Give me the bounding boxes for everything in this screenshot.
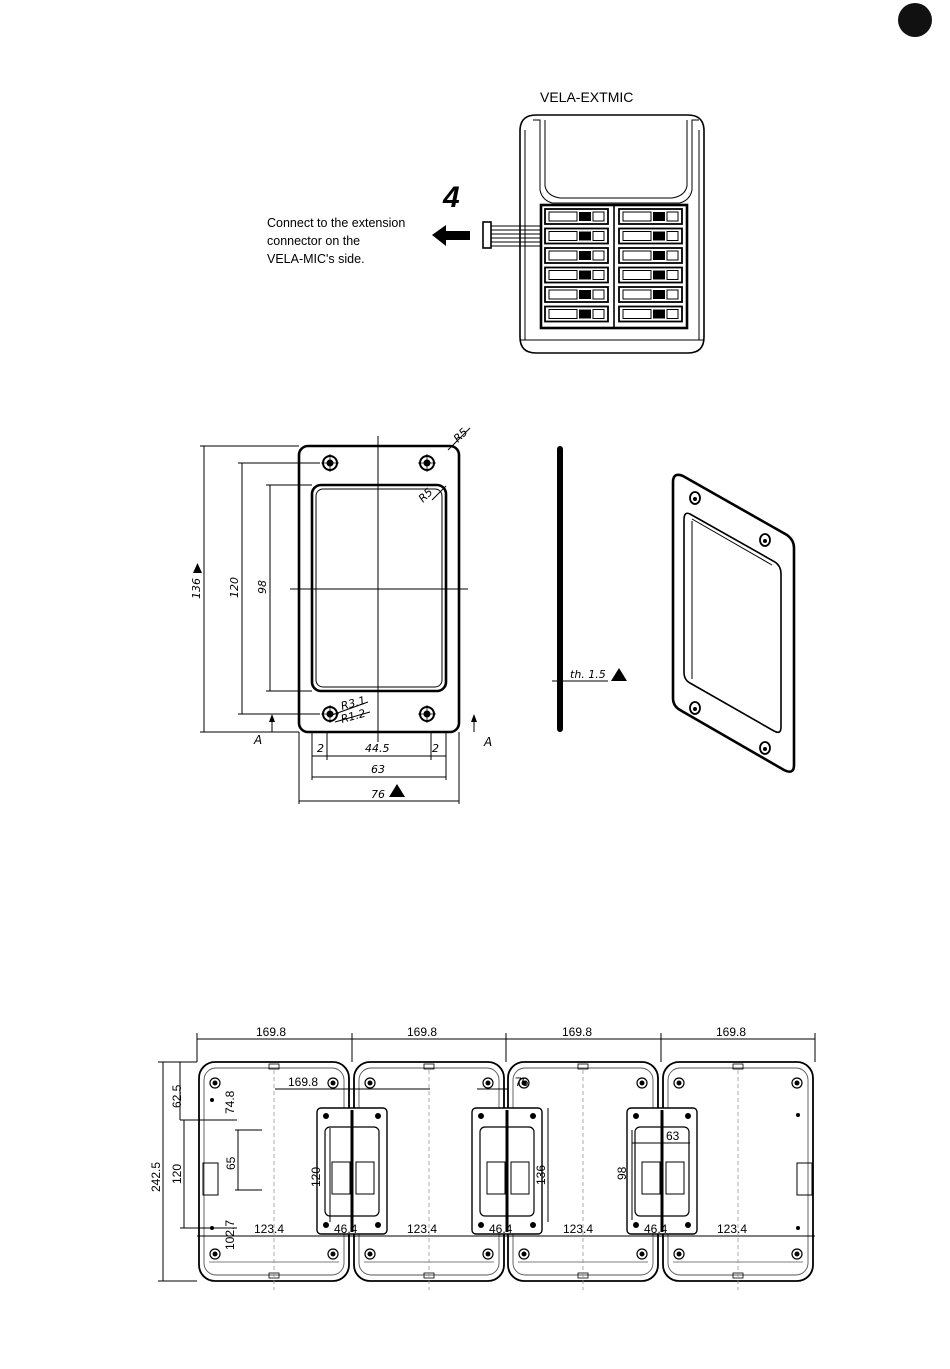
key — [545, 229, 608, 244]
key — [545, 248, 608, 263]
key — [619, 229, 682, 244]
instruction-line-2: connector on the — [267, 234, 360, 248]
instruction-line-3: VELA-MIC's side. — [267, 252, 365, 266]
dim-bottom-123-4-1: 123.4 — [254, 1222, 284, 1236]
arrow-left-icon — [432, 225, 470, 246]
four-unit-array-drawing: 169.8 169.8 169.8 169.8 169.8 76 63 242.… — [149, 1025, 815, 1290]
mounting-plate — [472, 1108, 542, 1234]
mounting-hole — [690, 702, 700, 714]
dim-bottom-46-4-1: 46.4 — [334, 1222, 358, 1236]
dim-top-width-3: 169.8 — [562, 1025, 592, 1039]
dim-left-120: 120 — [170, 1164, 184, 1184]
dim-thickness: th. 1.5 — [570, 668, 606, 681]
key — [545, 268, 608, 283]
ribbon-connector — [483, 222, 541, 248]
dim-top-width-1: 169.8 — [256, 1025, 286, 1039]
dim-inner-b: 76 — [515, 1075, 529, 1089]
page-marker-dot — [898, 3, 932, 37]
instruction-line-1: Connect to the extension — [267, 216, 405, 230]
device-label: VELA-EXTMIC — [540, 89, 633, 105]
mounting-hole — [760, 742, 770, 754]
dim-cutout-height: 98 — [256, 580, 269, 594]
key — [619, 209, 682, 224]
mounting-hole — [418, 705, 436, 723]
mounting-hole — [418, 454, 436, 472]
dim-overall-height: 136 — [190, 578, 203, 599]
dim-margin-right: 2 — [432, 742, 439, 755]
mounting-plate-drawing: 136 120 98 R5 R5 R3.1 R1.2 A A 2 44.5 2 … — [190, 426, 794, 804]
mounting-hole — [321, 705, 339, 723]
key — [619, 268, 682, 283]
dim-bottom-123-4-3: 123.4 — [563, 1222, 593, 1236]
section-label-left: A — [253, 733, 262, 747]
dim-mid-136: 136 — [534, 1165, 548, 1185]
dim-left-total: 242.5 — [149, 1162, 163, 1192]
dim-bottom-46-4-3: 46.4 — [644, 1222, 668, 1236]
dim-corner-radius-inner: R5 — [416, 486, 436, 506]
dim-bottom-46-4-2: 46.4 — [489, 1222, 513, 1236]
dim-overall-width: 76 — [371, 788, 385, 801]
vela-extmic-figure: VELA-EXTMIC 4 Connect to the ext — [267, 89, 704, 353]
mounting-plate — [317, 1108, 387, 1234]
plate-side-view — [557, 446, 563, 732]
dim-left-74-8: 74.8 — [223, 1090, 237, 1114]
key — [545, 287, 608, 302]
mounting-plate — [627, 1108, 697, 1234]
dim-left-65: 65 — [224, 1156, 238, 1170]
dim-inner-width: 44.5 — [365, 742, 390, 755]
triangle-marker-icon — [389, 784, 405, 797]
key — [619, 287, 682, 302]
dim-bottom-123-4-2: 123.4 — [407, 1222, 437, 1236]
step-number: 4 — [442, 181, 460, 214]
triangle-marker-icon — [193, 563, 202, 573]
dim-left-62-5: 62.5 — [170, 1084, 184, 1108]
dim-corner-radius-outer: R5 — [451, 426, 471, 446]
dim-inner-c: 63 — [666, 1129, 680, 1143]
mounting-hole — [690, 492, 700, 504]
dim-margin-left: 2 — [317, 742, 324, 755]
dim-mid-120: 120 — [309, 1167, 323, 1187]
dim-bottom-123-4-4: 123.4 — [717, 1222, 747, 1236]
mounting-hole — [760, 534, 770, 546]
dim-top-width-4: 169.8 — [716, 1025, 746, 1039]
dim-top-width-2: 169.8 — [407, 1025, 437, 1039]
key — [619, 248, 682, 263]
section-label-right: A — [483, 735, 492, 749]
key — [545, 209, 608, 224]
key — [619, 307, 682, 322]
triangle-marker-icon — [611, 668, 627, 681]
plate-isometric-view — [673, 475, 794, 772]
dim-cutout-width: 63 — [371, 763, 385, 776]
dim-inner-a: 169.8 — [288, 1075, 318, 1089]
dim-hole-spacing: 120 — [228, 577, 241, 598]
mounting-hole — [321, 454, 339, 472]
key — [545, 307, 608, 322]
dim-mid-98: 98 — [615, 1166, 629, 1180]
dim-left-102-7: 102.7 — [223, 1220, 237, 1250]
